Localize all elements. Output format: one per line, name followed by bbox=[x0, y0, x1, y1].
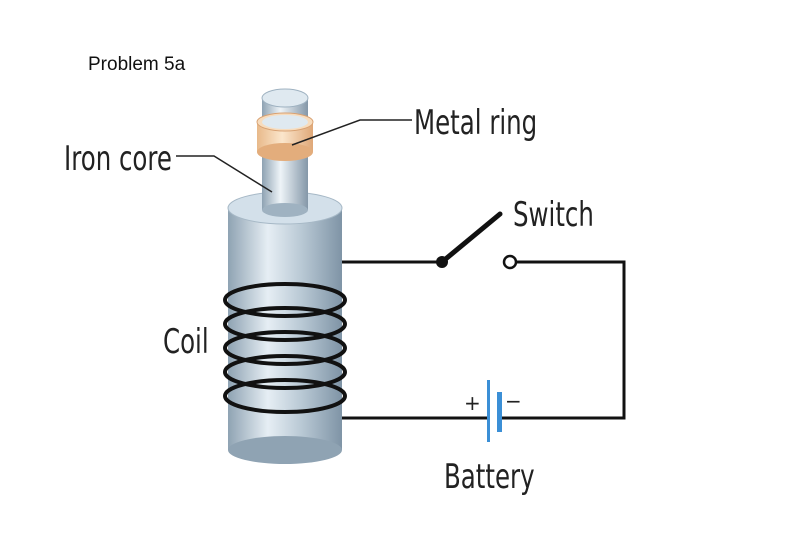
problem-title: Problem 5a bbox=[88, 54, 186, 75]
coil-cylinder bbox=[227, 190, 343, 464]
metal-ring-label: Metal ring bbox=[414, 103, 537, 142]
battery-minus-sign: − bbox=[505, 389, 522, 413]
battery-label: Battery bbox=[444, 457, 535, 496]
battery-plus-sign: + bbox=[464, 391, 481, 415]
switch-label: Switch bbox=[513, 195, 594, 234]
leader-lines bbox=[176, 119, 412, 193]
circuit-wires bbox=[342, 260, 626, 420]
battery: + − bbox=[464, 380, 522, 442]
coil-label: Coil bbox=[163, 322, 209, 361]
switch bbox=[436, 211, 518, 270]
iron-core-label: Iron core bbox=[64, 139, 172, 178]
metal-ring bbox=[256, 112, 314, 161]
coil-windings bbox=[223, 282, 347, 414]
